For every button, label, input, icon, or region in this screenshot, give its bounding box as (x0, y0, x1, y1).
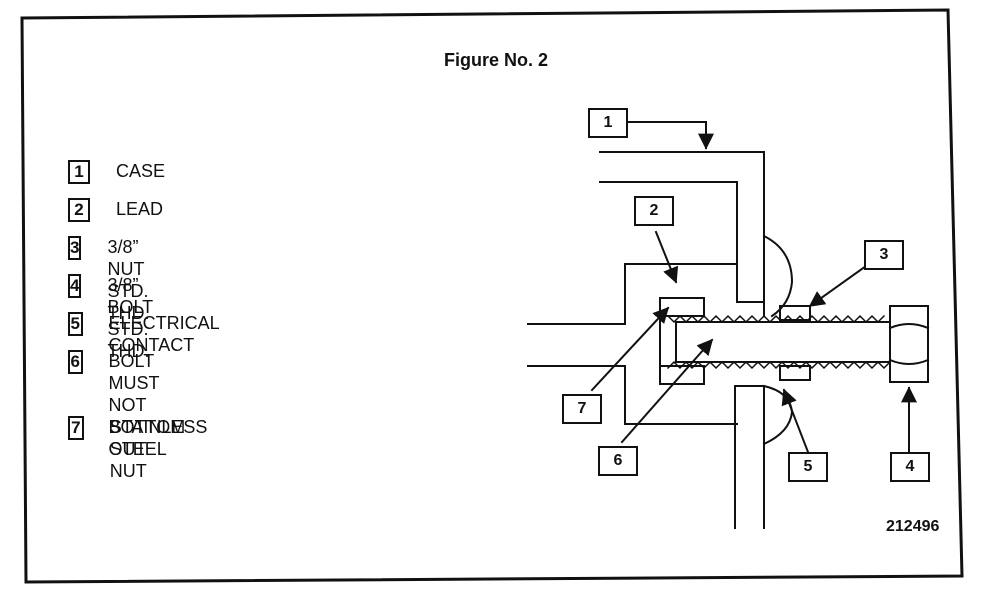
leader-6 (620, 338, 714, 444)
legend-number: 4 (68, 274, 82, 298)
legend-label: CASE (116, 161, 166, 181)
weld-bead-bottom (762, 384, 794, 446)
weld-bead-top (762, 234, 794, 318)
legend-label: BOLT MUST NOT BOTTOM OUT (108, 351, 186, 459)
legend-item-bottom-out: 6 BOLT MUST NOT BOTTOM OUT (68, 350, 193, 460)
callout-6: 6 (598, 446, 638, 476)
callout-2: 2 (634, 196, 674, 226)
callout-7: 7 (562, 394, 602, 424)
figure-title: Figure No. 2 (444, 50, 549, 70)
leader-5 (781, 388, 810, 454)
hex-nut (779, 305, 811, 381)
callout-3: 3 (864, 240, 904, 270)
callout-1: 1 (588, 108, 628, 138)
legend-label: 3/8” BOLT STD. THD. (107, 275, 153, 361)
legend-item-case: 1 CASE (68, 160, 165, 184)
leader-1 (627, 121, 714, 150)
callout-4: 4 (890, 452, 930, 482)
legend-label: LEAD (116, 199, 164, 219)
legend-number: 6 (68, 350, 83, 374)
leader-7 (590, 306, 670, 392)
legend-label: STAINLESS STEEL NUT (109, 417, 208, 481)
legend-number: 1 (68, 160, 90, 184)
callout-5: 5 (788, 452, 828, 482)
leader-2 (654, 230, 679, 284)
legend-item-stainless-nut: 7 STAINLESS STEEL NUT (68, 416, 214, 482)
case-outline (599, 151, 765, 529)
legend-item-nut: 3 3/8” NUT STD. THD. (68, 236, 158, 324)
legend-label: 3/8” NUT STD. THD. (107, 237, 150, 323)
legend-item-lead: 2 LEAD (68, 198, 163, 222)
lead-outline (527, 263, 738, 425)
legend-number: 3 (68, 236, 82, 260)
legend-number: 7 (68, 416, 84, 440)
legend-item-bolt: 4 3/8” BOLT STD. THD. (68, 274, 161, 362)
legend-item-electrical-contact: 5 ELECTRICAL CONTACT (68, 312, 226, 356)
bolt-shank (666, 314, 892, 370)
leader-3 (808, 264, 868, 308)
legend-number: 5 (68, 312, 83, 336)
figure-code: 212496 (886, 518, 940, 535)
legend-label: ELECTRICAL CONTACT (108, 313, 219, 355)
legend-number: 2 (68, 198, 90, 222)
bolt-head (888, 305, 930, 383)
